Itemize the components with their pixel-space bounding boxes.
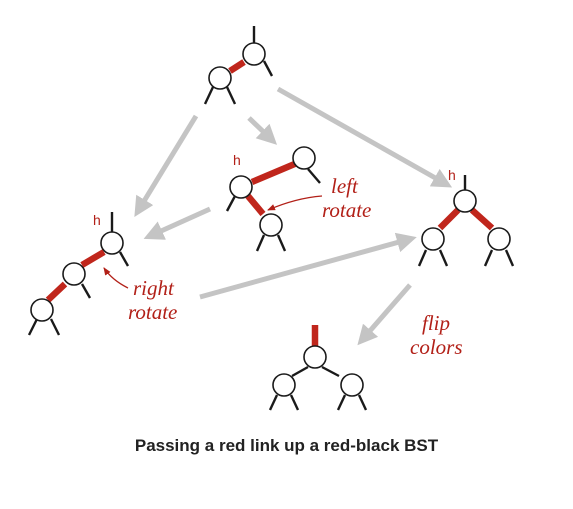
right-rotate-annotation: right rotate <box>128 276 179 324</box>
tree-node <box>487 227 511 251</box>
annotation-line: left <box>331 174 359 198</box>
node-label-h: h <box>448 167 456 183</box>
tree-node <box>242 42 266 66</box>
tree-node <box>62 262 86 286</box>
arrow-to-right-rotate <box>134 114 199 217</box>
tree-node <box>453 189 477 213</box>
tree-left-rotate <box>225 146 321 252</box>
flip-colors-annotation: flip colors <box>410 311 463 359</box>
node-label-h: h <box>93 212 101 228</box>
tree-node <box>100 231 124 255</box>
annotation-line: rotate <box>128 300 177 324</box>
tree-top <box>203 26 274 105</box>
tree-right-rotate <box>27 212 130 336</box>
arrow-to-left-rotate <box>247 116 278 145</box>
tree-node <box>208 66 232 90</box>
node-label-h: h <box>233 152 241 168</box>
tree-node <box>30 298 54 322</box>
arrow-flip-colors-to-result <box>357 283 412 346</box>
tree-node <box>272 373 296 397</box>
tree-node <box>292 146 316 170</box>
annotation-line: colors <box>410 335 463 359</box>
tree-flip-colors <box>417 175 515 267</box>
figure-caption: Passing a red link up a red-black BST <box>134 436 439 455</box>
arrow-to-flip-colors <box>276 86 453 188</box>
tree-node <box>303 345 327 369</box>
left-rotate-annotation: left rotate <box>322 174 371 222</box>
annotation-line: flip <box>422 311 450 335</box>
right-rotate-pointer <box>103 267 129 289</box>
tree-node <box>259 213 283 237</box>
tree-result <box>268 325 368 411</box>
annotation-line: right <box>133 276 175 300</box>
tree-node <box>229 175 253 199</box>
tree-node <box>421 227 445 251</box>
transition-arrows <box>134 86 453 346</box>
arrow-left-rotate-to-right-rotate <box>143 206 212 240</box>
annotation-line: rotate <box>322 198 371 222</box>
arrow-right-rotate-to-flip-colors <box>199 232 417 300</box>
left-rotate-pointer <box>267 195 323 211</box>
tree-node <box>340 373 364 397</box>
